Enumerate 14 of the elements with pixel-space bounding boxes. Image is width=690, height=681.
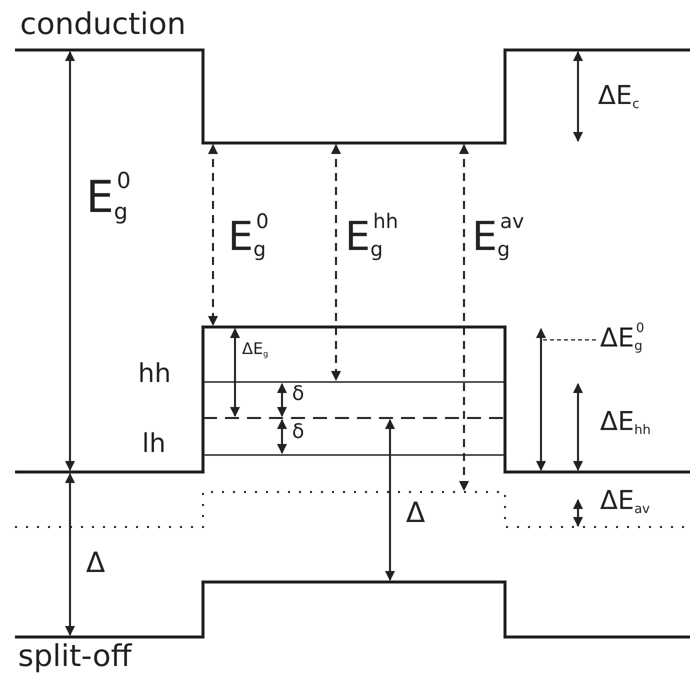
leader-line: [541, 339, 596, 340]
band-label: split-off: [18, 640, 132, 673]
energy-label: δ: [292, 420, 304, 442]
energy-label: ΔE$_{g}$: [242, 340, 268, 360]
level-label: hh: [138, 360, 171, 389]
energy-label: δ: [292, 382, 304, 404]
energy-label: Δ: [86, 548, 106, 579]
energy-label: ΔE$_{av}$: [600, 487, 650, 518]
energy-label: ΔE$_{hh}$: [600, 408, 651, 438]
energy-label: ΔE$_{c}$: [598, 82, 640, 112]
band-label: conduction: [20, 8, 186, 41]
level-label: lh: [142, 430, 166, 459]
dimension-arrow: [536, 328, 546, 471]
energy-label: Δ: [406, 498, 426, 529]
